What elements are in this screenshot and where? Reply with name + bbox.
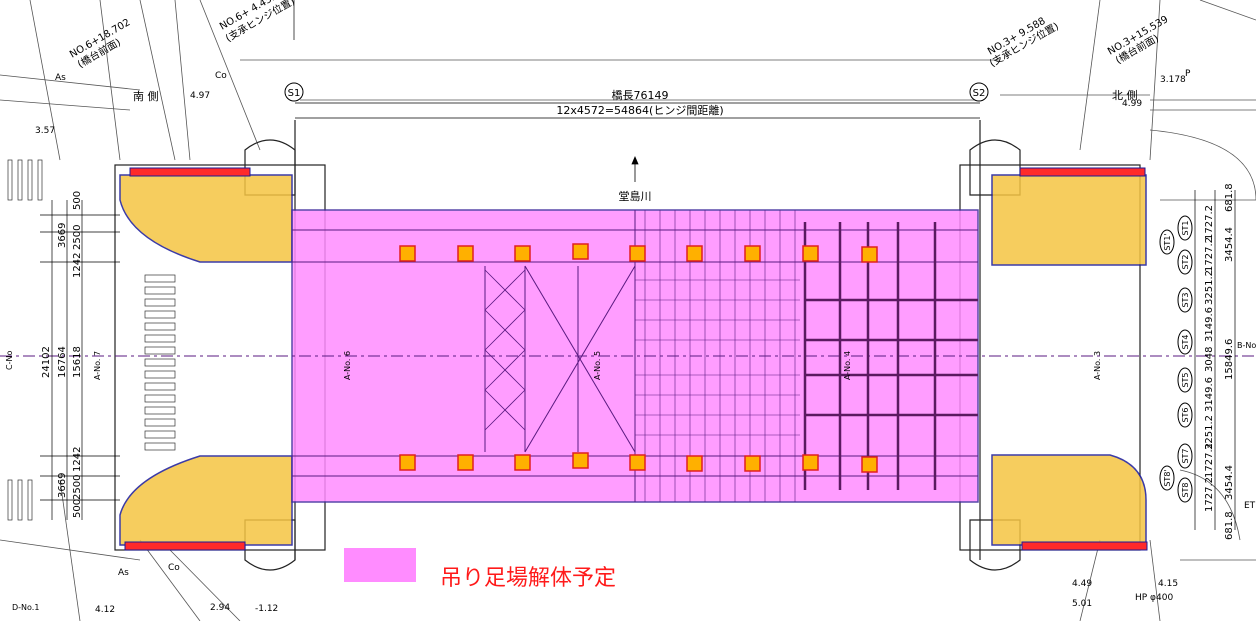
hanger-squares-top (399, 243, 878, 263)
survey-as-top: As (55, 73, 66, 83)
dim-left-2500-top: 2500 (72, 225, 83, 250)
dim-right-3149-2: 3149.6 (1204, 377, 1215, 412)
dim-right-3251-1: 3251.2 (1204, 270, 1215, 305)
dim-left-16764: 16764 (57, 346, 68, 378)
stringer-st5: ST5 (1181, 372, 1190, 387)
dim-right-3048: 3048 (1204, 347, 1215, 372)
right-dimension-lines (1194, 190, 1236, 530)
stringer-st8: ST8 (1181, 482, 1190, 497)
dim-right-3454-top: 3454.4 (1224, 227, 1235, 262)
axis-a6-label: A-No. 6 (343, 351, 352, 380)
hinge-distance-label: 12x4572=54864(ヒンジ間距離) (556, 103, 723, 117)
axis-a4-label: A-No. 4 (843, 351, 852, 380)
stringer-st7: ST7 (1181, 448, 1190, 463)
axis-b-no-label: B-No (1237, 341, 1256, 350)
dim-left-500-bot: 500 (72, 499, 83, 518)
left-dimension-lines (40, 200, 120, 520)
abutment-deck-areas (119, 174, 1147, 546)
survey-et: ET (1244, 501, 1256, 511)
survey-4-99: 4.99 (1122, 99, 1142, 109)
survey-as-bottom: As (118, 568, 129, 578)
dim-left-500-top: 500 (72, 191, 83, 210)
survey-hp: HP φ400 (1135, 593, 1173, 603)
north-side-label: 北 側 (1112, 89, 1138, 102)
survey-p: P (1185, 69, 1191, 79)
survey-4-97: 4.97 (190, 91, 210, 101)
top-dimension-lines (295, 102, 980, 182)
stringer-st1: ST1 (1181, 220, 1190, 235)
stringer-st3: ST3 (1181, 292, 1190, 307)
cross-bracing (484, 269, 526, 431)
station-s1-label: S1 (288, 88, 301, 99)
south-side-label: 南 側 (133, 90, 159, 103)
survey-m1-12: -1.12 (255, 604, 278, 614)
axis-d-no-label: D-No.1 (12, 603, 39, 612)
dim-right-1727-2: 1727.2 (1204, 237, 1215, 272)
stringer-st1p: ST1' (1163, 233, 1172, 250)
axis-a7-label: A-No. 7 (93, 351, 102, 380)
survey-4-12: 4.12 (95, 605, 115, 615)
survey-3-57: 3.57 (35, 126, 55, 136)
dim-left-1242-bot: 1242 (72, 447, 83, 472)
span-length-label: 橋長76149 (612, 88, 669, 102)
survey-co-bottom: Co (168, 563, 180, 573)
station-s1-marker: S1 (284, 0, 304, 102)
dim-right-681-top: 681.8 (1224, 183, 1235, 212)
dim-left-3669-top: 3669 (57, 223, 68, 248)
stringer-st2: ST2 (1181, 254, 1190, 269)
dim-right-1727-3: 1727.2 (1204, 443, 1215, 478)
dim-right-1727-1: 1727.2 (1204, 205, 1215, 240)
station-s2-label: S2 (973, 88, 986, 99)
hanger-squares-bottom (399, 452, 878, 473)
stringer-st4: ST4 (1181, 334, 1190, 349)
legend-label: 吊り足場解体予定 (440, 566, 617, 591)
axis-a3-label: A-No. 3 (1093, 351, 1102, 380)
red-bars (124, 167, 1148, 551)
stringer-markers (1159, 215, 1193, 503)
survey-4-15: 4.15 (1158, 579, 1178, 589)
dim-right-681-bot: 681.8 (1224, 511, 1235, 540)
dim-right-1727-4: 1727.2 (1204, 477, 1215, 512)
dim-left-2500-bot: 2500 (72, 475, 83, 500)
survey-2-94: 2.94 (210, 603, 230, 613)
survey-5-01: 5.01 (1072, 599, 1092, 609)
dim-left-15618: 15618 (72, 346, 83, 378)
river-name-label: 堂島川 (619, 189, 652, 203)
dim-left-3669-bot: 3669 (57, 473, 68, 498)
stringer-st8p: ST8' (1163, 469, 1172, 486)
dim-left-1242-top: 1242 (72, 253, 83, 278)
dim-right-3149-1: 3149.6 (1204, 307, 1215, 342)
survey-4-49: 4.49 (1072, 579, 1092, 589)
axis-a5-label: A-No. 5 (593, 351, 602, 380)
dim-right-3454-bot: 3454.4 (1224, 465, 1235, 500)
dim-left-24102: 24102 (41, 346, 52, 378)
axis-c-no-label: C-No (5, 351, 14, 370)
legend-swatch (344, 548, 416, 582)
survey-3-178: 3.178 (1160, 75, 1186, 85)
station-s2-marker: S2 (969, 82, 989, 102)
dim-right-15849: 15849.6 (1224, 339, 1235, 380)
stringer-st6: ST6 (1181, 407, 1190, 422)
survey-co-top: Co (215, 71, 227, 81)
dim-right-3251-2: 3251.2 (1204, 415, 1215, 450)
crosswalk-stripes (7, 159, 176, 521)
floor-beam-grid (803, 222, 978, 490)
